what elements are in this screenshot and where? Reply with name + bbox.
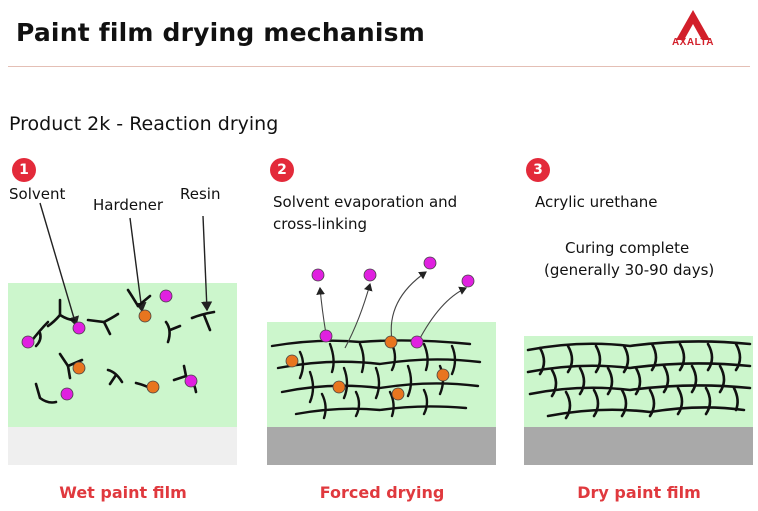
stage-1-badge: 1 <box>12 158 36 182</box>
caption-forced-drying: Forced drying <box>319 483 445 502</box>
crosslink-network-complete <box>526 340 752 420</box>
solvent-label: Solvent <box>9 185 66 203</box>
dry-substrate <box>524 427 753 465</box>
hardener-label: Hardener <box>93 196 164 214</box>
wet-film-layer <box>8 283 237 427</box>
label-pointer-arrows <box>39 202 213 327</box>
stage-2-description-line2: cross-linking <box>273 215 368 233</box>
reacting-hardener-molecules <box>285 335 450 401</box>
stage-3-description: Acrylic urethane <box>535 193 658 211</box>
crosslink-network-partial <box>270 339 482 420</box>
resin-label: Resin <box>180 185 221 203</box>
caption-wet-paint-film: Wet paint film <box>59 483 187 502</box>
stage-3-badge: 3 <box>526 158 550 182</box>
header-divider <box>8 66 750 67</box>
page-title: Paint film drying mechanism <box>16 18 425 47</box>
stage-2-description-line1: Solvent evaporation and <box>273 193 458 211</box>
caption-dry-paint-film: Dry paint film <box>577 483 701 502</box>
subtitle: Product 2k - Reaction drying <box>9 113 279 135</box>
solvent-molecules <box>21 289 198 401</box>
stage-2-badge: 2 <box>270 158 294 182</box>
logo-text: AXALTA <box>671 37 715 48</box>
hardener-molecules <box>72 309 160 394</box>
axalta-logo-icon <box>676 10 710 40</box>
evaporated-solvent-molecules <box>311 256 475 349</box>
stage-3-note-line2: (generally 30-90 days) <box>544 261 715 279</box>
wet-substrate <box>8 427 237 465</box>
drying-substrate <box>267 427 496 465</box>
stage-3-note-line1: Curing complete <box>565 239 690 257</box>
